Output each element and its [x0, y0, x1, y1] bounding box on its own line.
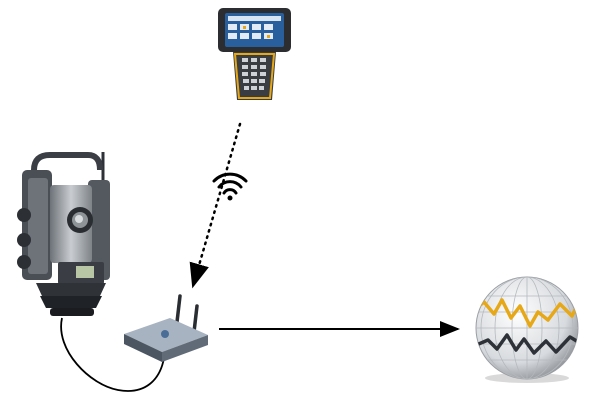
wireless-radio-icon	[124, 294, 208, 362]
wireless-link-line	[189, 122, 242, 289]
total-station-icon	[17, 152, 110, 316]
cable-line	[60, 317, 165, 392]
handheld-controller-icon	[218, 8, 291, 100]
wifi-icon	[212, 172, 248, 201]
monitoring-graph-sphere-icon	[475, 276, 579, 383]
